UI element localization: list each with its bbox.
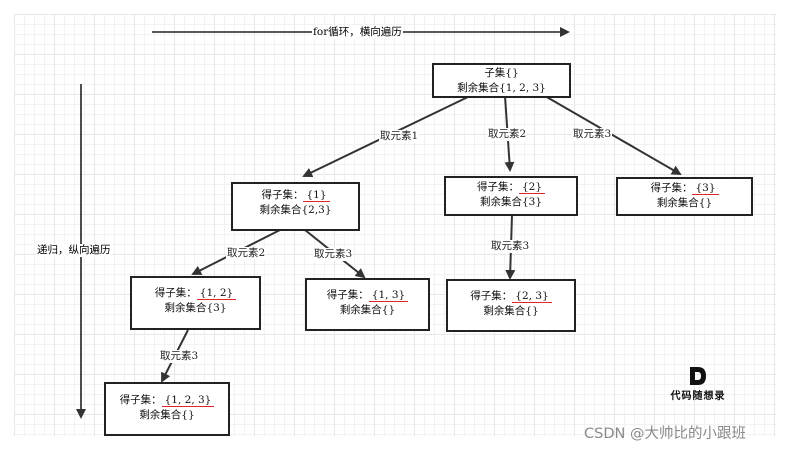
logo-text: 代码随想录 [670,391,726,402]
node-n1-remaining: 剩余集合{2,3} [259,204,332,216]
grid-background [14,14,776,436]
node-n1-subset: {1} [303,189,330,202]
edge-label-n2-n23: 取元素3 [490,240,531,253]
node-n13-remaining: 剩余集合{} [339,304,396,316]
logo: 代码随想录 [660,366,736,402]
node-n3: 得子集：{3} 剩余集合{} [616,177,753,216]
node-n123-subset: {1, 2, 3} [161,394,215,407]
node-n123-subset-line: 得子集：{1, 2, 3} [106,393,228,408]
node-n1-subset-line: 得子集：{1} [233,188,358,203]
node-n23-prefix: 得子集： [470,290,513,302]
node-n12-subset-line: 得子集：{1, 2} [132,286,259,301]
node-n23-subset-line: 得子集：{2, 3} [448,289,574,304]
node-n23-remaining: 剩余集合{} [483,305,539,317]
node-n23-subset: {2, 3} [512,290,552,303]
edge-label-n1-n12: 取元素2 [226,247,267,260]
node-n123-remaining: 剩余集合{} [139,409,195,421]
node-n3-subset-line: 得子集：{3} [618,181,751,196]
logo-d-icon [690,367,706,385]
node-n23: 得子集：{2, 3} 剩余集合{} [446,279,576,332]
node-root-subset: 子集{} [484,67,519,79]
node-n12-prefix: 得子集： [154,287,197,299]
node-root: 子集{} 剩余集合{1, 2, 3} [432,63,571,98]
node-n1: 得子集：{1} 剩余集合{2,3} [231,182,360,231]
watermark: CSDN @大帅比的小跟班 [584,426,746,442]
node-n12: 得子集：{1, 2} 剩余集合{3} [130,276,261,330]
horizontal-axis-label: for循环，横向遍历 [312,26,403,39]
node-n13-prefix: 得子集： [326,289,369,301]
node-n13: 得子集：{1, 3} 剩余集合{} [305,278,430,331]
edge-root-n3 [544,95,682,176]
edge-label-root-n1: 取元素1 [379,130,420,143]
node-n13-subset-line: 得子集：{1, 3} [307,288,428,303]
node-n3-subset: {3} [692,182,719,195]
node-n2-remaining: 剩余集合{3} [479,196,543,208]
node-n13-subset: {1, 3} [368,289,409,302]
node-root-remaining: 剩余集合{1, 2, 3} [457,82,546,94]
node-n3-remaining: 剩余集合{} [656,197,713,209]
node-n3-prefix: 得子集： [650,182,693,194]
node-n2-subset: {2} [518,181,546,194]
edge-label-n1-n13: 取元素3 [313,248,354,261]
edge-label-n12-n123: 取元素3 [159,350,200,363]
node-n2-subset-line: 得子集：{2} [446,180,576,195]
node-n12-remaining: 剩余集合{3} [164,302,227,314]
node-n123: 得子集：{1, 2, 3} 剩余集合{} [104,382,230,436]
node-n1-prefix: 得子集： [261,189,304,201]
node-n123-prefix: 得子集： [119,394,162,406]
node-n12-subset: {1, 2} [196,287,237,300]
edge-label-root-n2: 取元素2 [487,128,528,141]
edge-label-root-n3: 取元素3 [572,128,613,141]
node-n2: 得子集：{2} 剩余集合{3} [444,176,578,216]
node-n2-prefix: 得子集： [476,181,519,193]
vertical-axis-label: 递归，纵向遍历 [36,244,112,257]
